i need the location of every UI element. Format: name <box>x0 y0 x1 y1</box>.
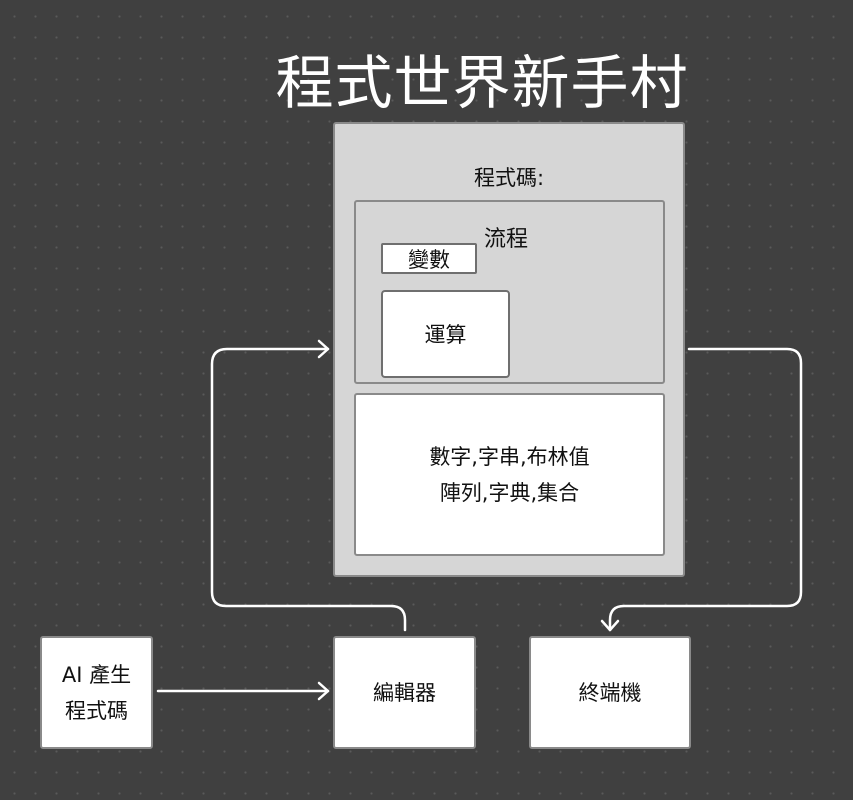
data-types-line-2: 陣列,字典,集合 <box>439 480 580 505</box>
arrowhead-editor-to-code <box>317 339 330 359</box>
editor-node: 編輯器 <box>333 636 476 749</box>
variable-box: 變數 <box>381 243 477 274</box>
arrowhead-ai-to-editor <box>317 681 330 701</box>
operation-box: 運算 <box>381 290 510 378</box>
ai-node-line-2: 程式碼 <box>65 698 128 723</box>
code-label: 程式碼: <box>473 166 545 190</box>
ai-node-line-1: AI 產生 <box>61 662 132 687</box>
flow-label: 流程 <box>484 227 529 252</box>
editor-label: 編輯器 <box>373 680 436 705</box>
arrow-code-to-terminal <box>608 347 803 632</box>
data-types-line-1: 數字,字串,布林值 <box>429 444 590 469</box>
terminal-label: 終端機 <box>578 680 642 705</box>
arrowhead-code-to-terminal <box>600 619 620 632</box>
terminal-node: 終端機 <box>529 636 691 749</box>
diagram-title: 程式世界新手村 <box>275 49 689 117</box>
arrow-editor-to-code <box>210 347 407 632</box>
data-types-box: 數字,字串,布林值 陣列,字典,集合 <box>354 393 665 556</box>
ai-generate-node: AI 產生 程式碼 <box>40 636 153 749</box>
